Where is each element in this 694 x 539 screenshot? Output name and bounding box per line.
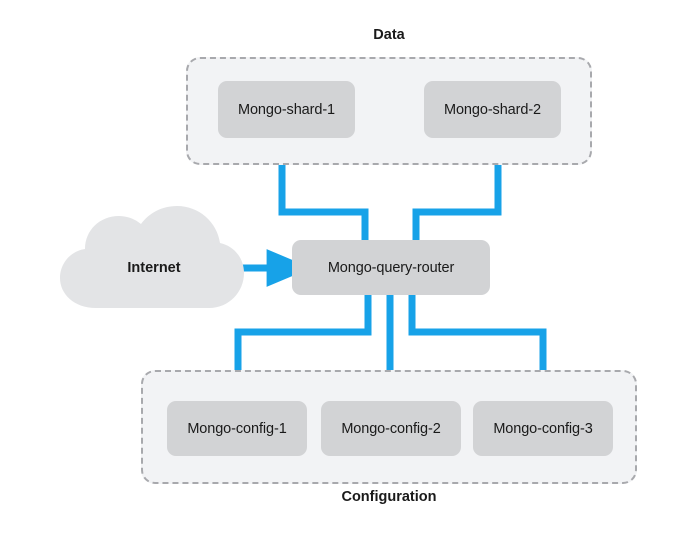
node-mongo-query-router[interactable]: Mongo-query-router [292, 240, 490, 295]
node-mongo-shard-1[interactable]: Mongo-shard-1 [218, 81, 355, 138]
node-mongo-config-3-label: Mongo-config-3 [493, 420, 593, 437]
cloud-shape [60, 206, 244, 308]
node-mongo-shard-2-label: Mongo-shard-2 [443, 101, 542, 118]
node-mongo-query-router-label: Mongo-query-router [327, 259, 455, 276]
node-mongo-config-1[interactable]: Mongo-config-1 [167, 401, 307, 456]
group-data-label: Data [373, 27, 405, 43]
node-mongo-config-1-label: Mongo-config-1 [187, 420, 287, 437]
node-mongo-shard-1-label: Mongo-shard-1 [237, 101, 336, 118]
node-mongo-config-3[interactable]: Mongo-config-3 [473, 401, 613, 456]
group-configuration-label: Configuration [341, 489, 437, 505]
edge-router-config-1 [234, 293, 372, 404]
edge-router-shard-2 [412, 140, 502, 243]
internet-label: Internet [127, 260, 181, 276]
node-mongo-shard-2[interactable]: Mongo-shard-2 [424, 81, 561, 138]
edge-router-shard-1 [278, 140, 369, 243]
node-mongo-config-2[interactable]: Mongo-config-2 [321, 401, 461, 456]
node-mongo-config-2-label: Mongo-config-2 [341, 420, 441, 437]
edge-router-config-3 [408, 293, 547, 404]
